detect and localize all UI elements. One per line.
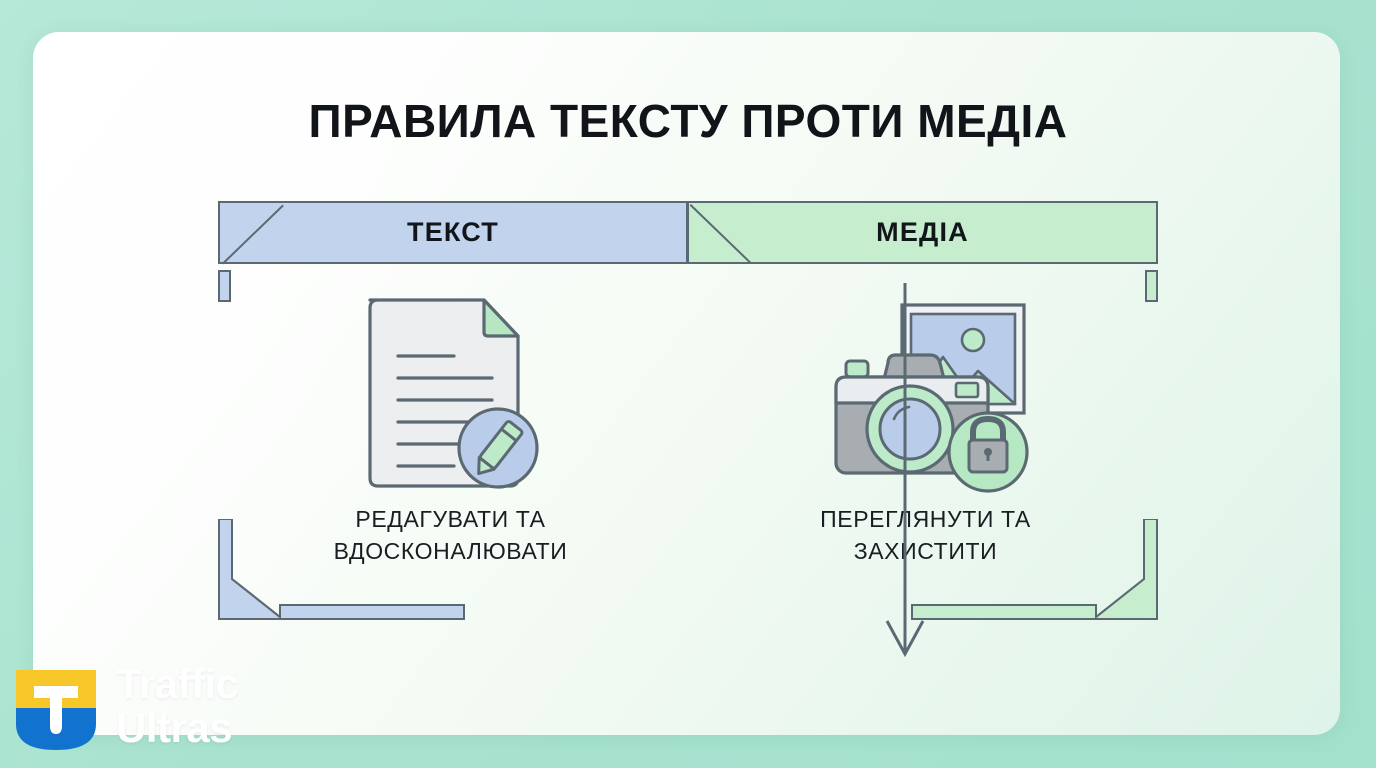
column-header-text-label: ТЕКСТ xyxy=(407,217,499,247)
brand-logo-line1: Traffic xyxy=(116,660,239,707)
comparison-diagram: ТЕКСТ МЕДІА xyxy=(218,201,1158,658)
column-header-media[interactable]: МЕДІА xyxy=(687,201,1158,264)
frame-corner-right xyxy=(910,519,1158,621)
corner-diagonal-icon xyxy=(689,204,752,264)
column-media: ПЕРЕГЛЯНУТИ ТА ЗАХИСТИТИ xyxy=(698,285,1153,595)
frame-stub-right xyxy=(1145,270,1158,302)
column-text-caption: РЕДАГУВАТИ ТА ВДОСКОНАЛЮВАТИ xyxy=(333,506,568,564)
column-media-caption: ПЕРЕГЛЯНУТИ ТА ЗАХИСТИТИ xyxy=(820,506,1031,564)
column-text: РЕДАГУВАТИ ТА ВДОСКОНАЛЮВАТИ xyxy=(223,285,678,595)
frame-stub-left xyxy=(218,270,231,302)
camera-lock-icon xyxy=(810,285,1042,501)
corner-diagonal-icon xyxy=(222,204,284,265)
down-arrow-icon xyxy=(885,283,925,658)
page-title: ПРАВИЛА ТЕКСТУ ПРОТИ МЕДІА xyxy=(308,95,1068,147)
column-header-media-label: МЕДІА xyxy=(876,217,969,247)
brand-logo-wordmark: Traffic Ultras xyxy=(116,662,239,750)
tu-monogram-icon xyxy=(14,668,98,752)
brand-logo[interactable]: Traffic Ultras xyxy=(14,662,354,768)
document-edit-icon xyxy=(358,285,544,501)
column-header-text[interactable]: ТЕКСТ xyxy=(218,201,688,265)
brand-logo-line2: Ultras xyxy=(116,704,233,751)
frame-corner-left xyxy=(218,519,466,621)
